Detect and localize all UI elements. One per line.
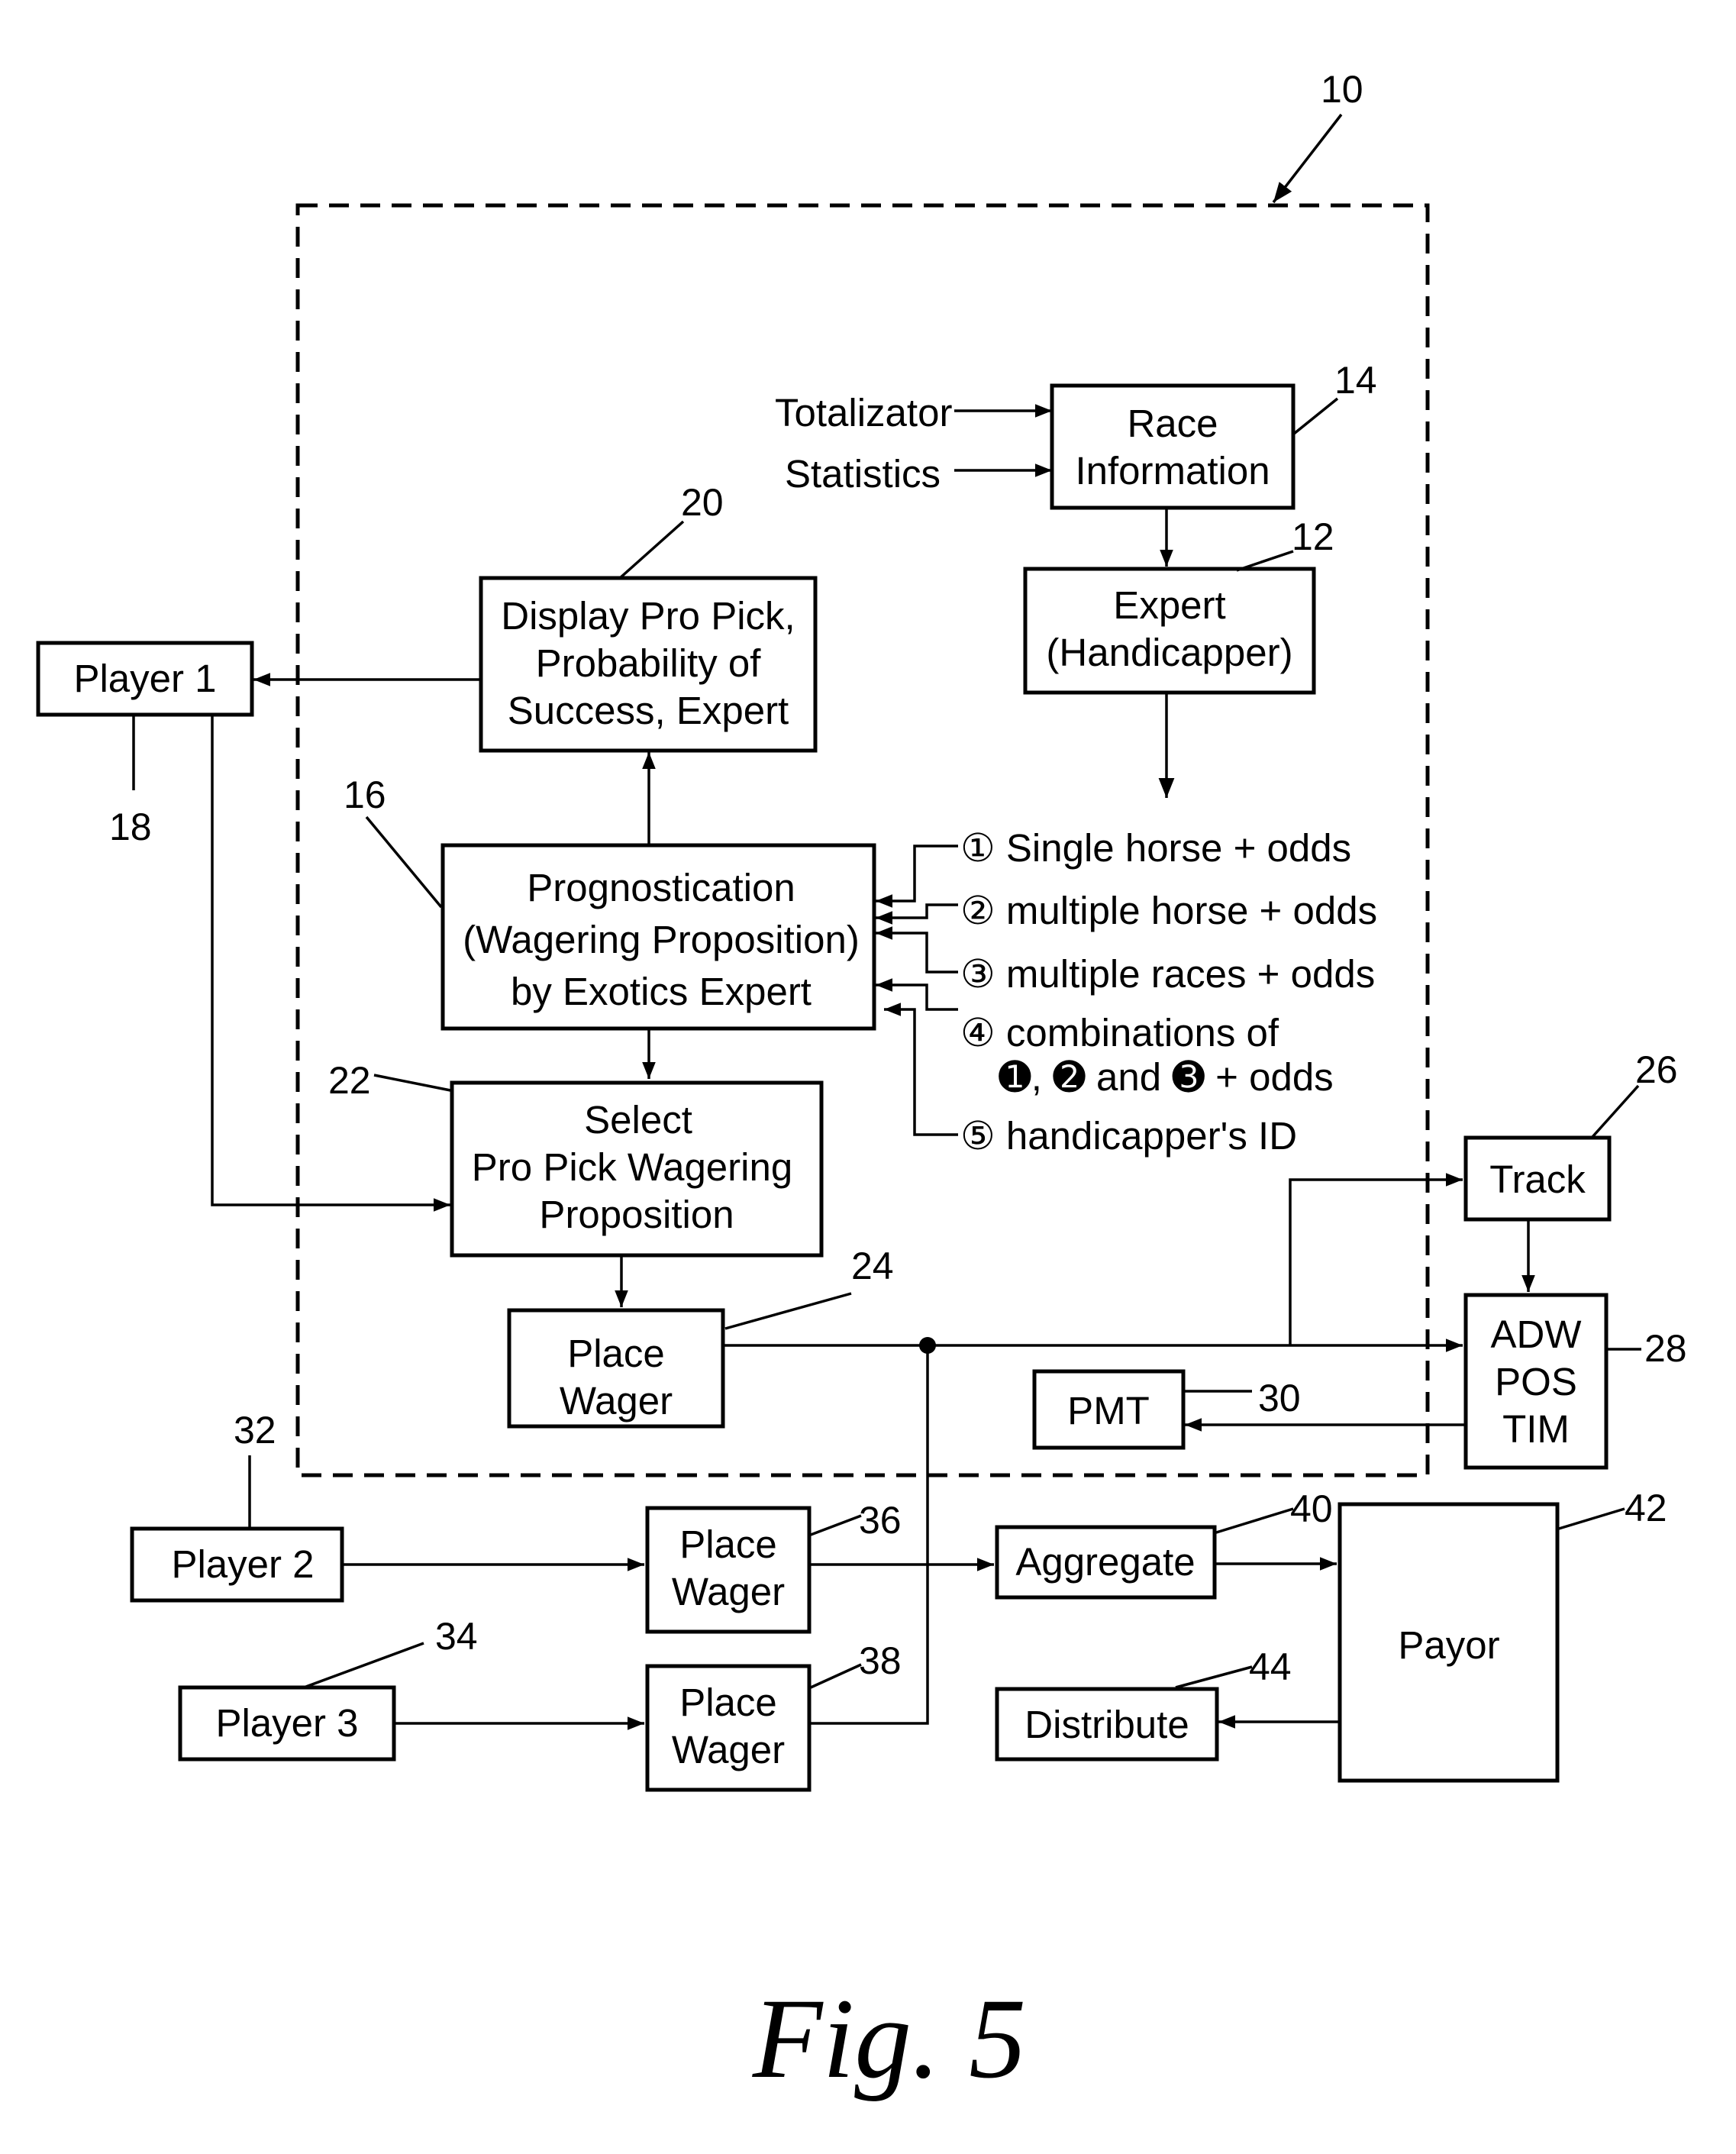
adw-label: TIM xyxy=(1502,1407,1570,1451)
prognostication-label: (Wagering Proposition) xyxy=(463,918,860,961)
race-information-label: Information xyxy=(1075,449,1270,492)
track-box xyxy=(1463,1135,1612,1222)
ref-12-leader xyxy=(1236,550,1294,572)
ref-24-leader xyxy=(724,1292,852,1330)
ref-26: 26 xyxy=(1635,1048,1678,1091)
player-2-label: Player 2 xyxy=(171,1542,314,1586)
adw-label: POS xyxy=(1495,1360,1577,1403)
place-wager-2-label: Place xyxy=(679,1523,777,1566)
ref-24: 24 xyxy=(851,1245,894,1287)
statistics-label: Statistics xyxy=(785,452,941,496)
aggregate-box xyxy=(995,1525,1217,1600)
place-wager-3-label: Place xyxy=(679,1681,777,1724)
ref-44-leader xyxy=(1175,1665,1253,1689)
select-label: Pro Pick Wagering xyxy=(472,1145,792,1189)
race-information-box xyxy=(1050,383,1296,510)
ref-16-leader xyxy=(365,815,443,909)
wager-3-to-junction xyxy=(809,1345,929,1725)
place-wager-2-box xyxy=(645,1506,812,1634)
expert-output-3: ③ multiple races + odds xyxy=(960,952,1375,996)
ref-30: 30 xyxy=(1258,1377,1301,1419)
ref-14-leader xyxy=(1292,397,1339,435)
ref-12: 12 xyxy=(1292,515,1334,558)
place-wager-main-label: Place xyxy=(567,1332,665,1375)
player-3-box xyxy=(178,1685,396,1762)
player-3-label: Player 3 xyxy=(215,1701,358,1745)
pmt-box xyxy=(1032,1369,1186,1450)
expert-output-5: ⑤ handicapper's ID xyxy=(960,1114,1297,1158)
expert-output-2: ② multiple horse + odds xyxy=(960,889,1377,932)
prognostication-box xyxy=(440,843,876,1031)
distribute-box xyxy=(995,1687,1219,1762)
adw-box xyxy=(1463,1293,1609,1470)
branch-to-track-arrow xyxy=(1289,1173,1463,1345)
ref-18: 18 xyxy=(109,806,152,848)
payor-label: Payor xyxy=(1398,1623,1499,1667)
select-label: Select xyxy=(584,1098,692,1142)
display-label: Probability of xyxy=(536,641,762,685)
ref-40: 40 xyxy=(1290,1487,1333,1530)
player-1-label: Player 1 xyxy=(73,657,216,700)
expert-label: Expert xyxy=(1113,583,1225,627)
ref-14: 14 xyxy=(1334,359,1377,402)
place-wager-main-label: Wager xyxy=(560,1379,673,1423)
display-label: Success, Expert xyxy=(508,689,789,732)
ref-36-leader xyxy=(810,1514,862,1536)
expert-output-4b: ➊, ➋ and ➌ + odds xyxy=(999,1055,1334,1099)
output-2-connector xyxy=(876,903,958,925)
expert-label: (Handicapper) xyxy=(1046,631,1292,674)
select-label: Proposition xyxy=(539,1193,734,1236)
output-3-connector xyxy=(876,926,958,974)
ref-22: 22 xyxy=(328,1059,371,1102)
display-box xyxy=(479,576,818,753)
output-1-connector xyxy=(876,844,958,908)
ref-36: 36 xyxy=(859,1499,902,1542)
player-1-to-select-arrow xyxy=(211,715,450,1212)
place-wager-3-label: Wager xyxy=(672,1728,785,1771)
output-5-connector xyxy=(884,1003,958,1136)
ref-42-leader xyxy=(1558,1507,1625,1530)
ref-38-leader xyxy=(810,1663,862,1689)
ref-34-leader xyxy=(303,1642,424,1689)
ref-28: 28 xyxy=(1644,1327,1687,1370)
payor-box xyxy=(1337,1502,1560,1783)
select-box xyxy=(450,1080,824,1258)
prognostication-label: by Exotics Expert xyxy=(511,970,812,1013)
expert-output-1: ① Single horse + odds xyxy=(960,826,1351,870)
player-1-box xyxy=(36,641,254,717)
ref-44: 44 xyxy=(1249,1645,1292,1688)
prognostication-label: Prognostication xyxy=(527,866,795,909)
ref-34: 34 xyxy=(435,1615,478,1658)
place-wager-2-label: Wager xyxy=(672,1570,785,1613)
display-label: Display Pro Pick, xyxy=(501,594,795,638)
output-4-connector xyxy=(876,978,958,1011)
distribute-label: Distribute xyxy=(1024,1703,1189,1746)
track-label: Track xyxy=(1489,1158,1586,1201)
ref-32: 32 xyxy=(234,1409,276,1452)
place-wager-3-box xyxy=(645,1664,812,1792)
ref-22-leader xyxy=(373,1074,451,1092)
expert-output-4: ④ combinations of xyxy=(960,1011,1279,1054)
ref-10: 10 xyxy=(1321,68,1363,111)
place-wager-main-box xyxy=(507,1308,725,1429)
totalizator-label: Totalizator xyxy=(775,391,952,434)
ref-20-leader xyxy=(618,520,685,580)
ref-38: 38 xyxy=(859,1639,902,1682)
race-information-label: Race xyxy=(1127,402,1218,445)
aggregate-label: Aggregate xyxy=(1015,1540,1195,1584)
expert-box xyxy=(1023,567,1316,695)
ref-20: 20 xyxy=(681,481,724,524)
adw-label: ADW xyxy=(1491,1313,1582,1356)
ref-26-leader xyxy=(1590,1084,1640,1139)
ref-40-leader xyxy=(1213,1507,1294,1535)
ref-42: 42 xyxy=(1625,1487,1667,1529)
system-boundary xyxy=(295,203,1430,1477)
figure-caption: Fig. 5 xyxy=(752,1975,1026,2102)
ref-10-arrow xyxy=(1272,113,1343,204)
ref-16: 16 xyxy=(344,773,386,816)
pmt-label: PMT xyxy=(1067,1389,1150,1432)
